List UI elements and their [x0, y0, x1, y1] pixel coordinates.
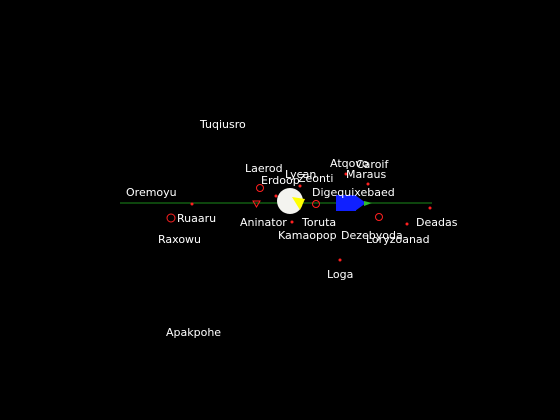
system-label: Digequixebaed: [312, 186, 395, 199]
system-raxowu[interactable]: Raxowu: [158, 233, 201, 246]
system-loga[interactable]: Loga: [327, 258, 353, 282]
system-label: Zeonti: [298, 172, 333, 185]
planet-ring-icon: [375, 213, 383, 221]
system-ruaaru[interactable]: Ruaaru: [166, 212, 216, 225]
system-label: Maraus: [346, 168, 386, 181]
system-label: Erdoop: [261, 174, 300, 187]
planet-dot-icon: [428, 206, 432, 210]
system-label: Caroif: [356, 158, 389, 171]
system-label: Raxowu: [158, 233, 201, 246]
system-loryzoanad[interactable]: Loryzoanad: [366, 222, 430, 247]
system-apakpohe[interactable]: Apakpohe: [166, 326, 221, 339]
system-tuqiusro[interactable]: Tuqiusro: [199, 118, 246, 131]
system-aninator[interactable]: Aninator: [240, 200, 287, 229]
system-label: Apakpohe: [166, 326, 221, 339]
system-label: Loga: [327, 268, 353, 281]
system-label: Tuqiusro: [199, 118, 246, 131]
central-star[interactable]: [277, 188, 303, 214]
system-label: Ruaaru: [177, 212, 216, 225]
system-label: Lycan: [285, 168, 316, 181]
system-lycan[interactable]: Lycan: [285, 168, 316, 188]
system-label: Kamaopop: [278, 229, 337, 242]
fleet-marker-blue-icon[interactable]: [336, 195, 372, 211]
system-label: Laerod: [245, 162, 283, 175]
planet-dot-icon: [344, 172, 348, 176]
system-label: Aninator: [240, 216, 287, 229]
planet-dot-icon: [366, 182, 370, 186]
planet-dot-icon: [190, 202, 194, 206]
planet-dot-icon: [290, 220, 294, 224]
system-atqovo[interactable]: Atqovo: [330, 157, 369, 176]
planet-dot-icon: [338, 258, 342, 262]
system-erdoop[interactable]: Erdoop: [261, 174, 300, 198]
system-caroif[interactable]: Caroif: [356, 158, 389, 186]
planet-dot-icon: [405, 222, 409, 226]
planet-dot-icon: [274, 194, 278, 198]
system-maraus[interactable]: Maraus: [346, 168, 386, 181]
planet-ring-icon: [256, 184, 264, 192]
planet-triangle-icon: [252, 200, 261, 208]
system-laerod[interactable]: Laerod: [245, 162, 283, 192]
system-kamaopop[interactable]: Kamaopop: [278, 229, 337, 242]
system-toruta[interactable]: Toruta: [290, 216, 337, 229]
player-ship-yellow-icon[interactable]: [292, 197, 305, 210]
planet-dot-icon: [298, 184, 302, 188]
system-digequixebaed[interactable]: Digequixebaed: [312, 186, 395, 208]
system-oremoyu[interactable]: Oremoyu: [126, 186, 194, 206]
system-label: Dezebyoda: [341, 229, 403, 242]
system-label: Loryzoanad: [366, 233, 430, 246]
system-label: Toruta: [301, 216, 336, 229]
system-dezebyoda[interactable]: Dezebyoda: [341, 213, 403, 243]
system-zeonti[interactable]: Zeonti: [298, 172, 333, 185]
system-label: Atqovo: [330, 157, 369, 170]
system-label: Deadas: [416, 216, 458, 229]
planet-ring-icon: [166, 213, 176, 223]
planet-ring-icon: [312, 200, 320, 208]
system-label: Oremoyu: [126, 186, 177, 199]
system-deadas[interactable]: Deadas: [416, 206, 458, 230]
